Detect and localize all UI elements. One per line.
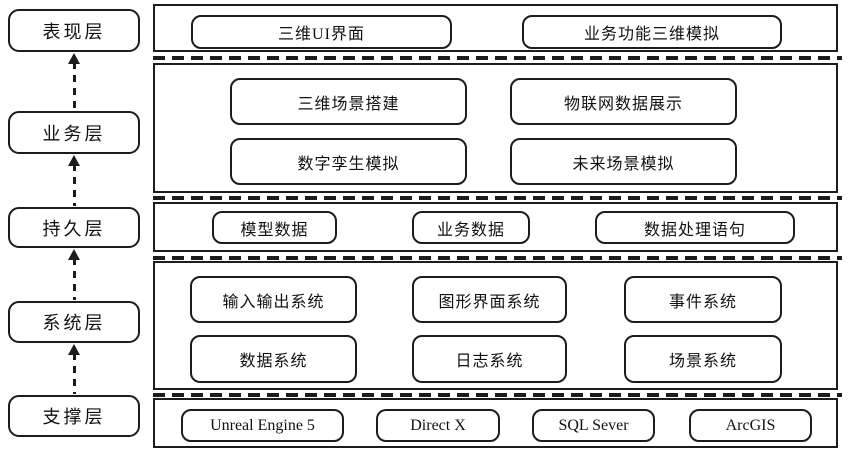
- node-log-system: 日志系统: [412, 335, 567, 383]
- arrow-up-icon: [68, 155, 80, 166]
- dashed-line: [72, 62, 76, 110]
- section-divider: [153, 196, 842, 200]
- section-support: Unreal Engine 5 Direct X SQL Sever ArcGI…: [153, 398, 838, 448]
- node-digital-twin: 数字孪生模拟: [230, 138, 467, 185]
- flow-arrow-persistence-to-business: [67, 155, 81, 206]
- node-iot-display: 物联网数据展示: [510, 78, 737, 125]
- section-divider: [153, 256, 842, 260]
- flow-arrow-support-to-system: [67, 344, 81, 394]
- dashed-line: [72, 258, 76, 300]
- section-divider: [153, 56, 842, 60]
- node-business-3d-sim: 业务功能三维模拟: [522, 15, 782, 49]
- arrow-up-icon: [68, 249, 80, 260]
- node-model-data: 模型数据: [212, 211, 337, 244]
- section-persistence: 模型数据 业务数据 数据处理语句: [153, 202, 838, 252]
- node-future-scene: 未来场景模拟: [510, 138, 737, 185]
- dashed-line: [72, 164, 76, 206]
- node-io-system: 输入输出系统: [190, 276, 357, 323]
- node-3d-ui: 三维UI界面: [191, 15, 452, 49]
- node-event-system: 事件系统: [624, 276, 782, 323]
- node-sql-server: SQL Sever: [532, 409, 655, 442]
- layer-pill-support: 支撑层: [8, 395, 140, 437]
- dashed-line: [72, 353, 76, 394]
- arrow-up-icon: [68, 53, 80, 64]
- layer-pill-system: 系统层: [8, 301, 140, 343]
- layer-pill-persistence: 持久层: [8, 207, 140, 248]
- node-data-statement: 数据处理语句: [595, 211, 795, 244]
- node-business-data: 业务数据: [412, 211, 530, 244]
- node-scene-build: 三维场景搭建: [230, 78, 467, 125]
- node-directx: Direct X: [376, 409, 500, 442]
- section-presentation: 三维UI界面 业务功能三维模拟: [153, 4, 838, 52]
- node-unreal-engine: Unreal Engine 5: [181, 409, 344, 442]
- section-business: 三维场景搭建 物联网数据展示 数字孪生模拟 未来场景模拟: [153, 63, 838, 193]
- layer-pill-presentation: 表现层: [8, 9, 140, 52]
- node-scene-system: 场景系统: [624, 335, 782, 383]
- arrow-up-icon: [68, 344, 80, 355]
- flow-arrow-system-to-persistence: [67, 249, 81, 300]
- node-gui-system: 图形界面系统: [412, 276, 567, 323]
- flow-arrow-business-to-presentation: [67, 53, 81, 110]
- node-data-system: 数据系统: [190, 335, 357, 383]
- layer-pill-business: 业务层: [8, 111, 140, 154]
- node-arcgis: ArcGIS: [689, 409, 812, 442]
- section-divider: [153, 393, 842, 397]
- section-system: 输入输出系统 图形界面系统 事件系统 数据系统 日志系统 场景系统: [153, 261, 838, 390]
